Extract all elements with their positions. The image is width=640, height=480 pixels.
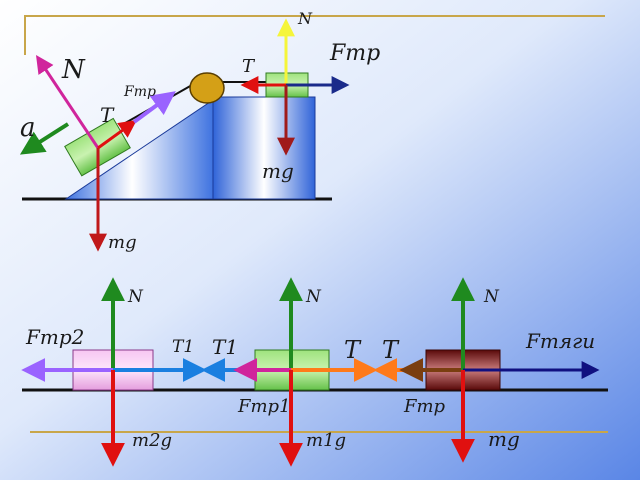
label-b2-tension-left: T1	[212, 335, 238, 359]
label-weight-incline: mg	[108, 232, 137, 253]
label-b3-weight: mg	[488, 427, 520, 451]
table-block	[212, 96, 316, 200]
label-friction-incline: Fтр	[123, 84, 156, 100]
label-normal-incline: N	[61, 55, 86, 85]
top-frame-line	[24, 15, 605, 55]
label-b2-tension-right: T	[344, 336, 362, 364]
label-friction-table: Fтр	[329, 41, 380, 66]
arrow-normal-incline	[36, 55, 100, 149]
label-weight-table: mg	[262, 159, 294, 183]
label-normal-table: N	[297, 9, 313, 28]
label-b3-traction: Fтяги	[525, 329, 595, 353]
label-tension-incline: T	[100, 103, 115, 127]
label-accel: a	[20, 113, 36, 143]
label-b2-normal: N	[305, 287, 322, 307]
incline-wedge	[64, 99, 214, 200]
label-b3-friction: Fтр	[403, 396, 446, 417]
pulley	[189, 72, 225, 104]
label-b3-tension: T	[382, 336, 400, 364]
arrow-friction-incline	[132, 91, 176, 124]
arrow-tension-incline	[97, 119, 137, 150]
label-b3-normal: N	[483, 287, 500, 307]
label-b1-weight: m2g	[132, 430, 172, 451]
arrow-accel	[19, 122, 70, 155]
label-b2-friction: Fтр1	[237, 396, 291, 417]
label-b2-weight: m1g	[306, 430, 346, 451]
label-b1-friction: Fтр2	[25, 325, 84, 349]
label-b1-normal: N	[127, 287, 144, 307]
label-tension-table: T	[242, 56, 256, 77]
label-b1-tension: T1	[172, 337, 194, 357]
